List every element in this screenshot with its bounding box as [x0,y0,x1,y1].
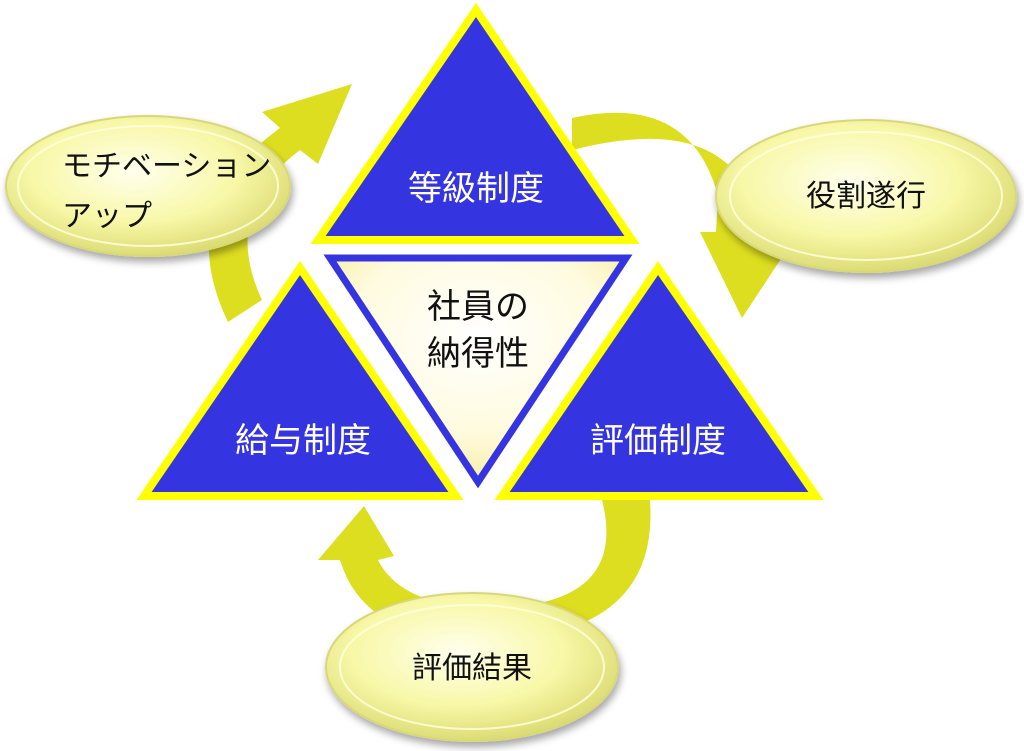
triangle-left [136,260,464,500]
label-salary-system: 給与制度 [235,421,371,461]
ellipse-role-fulfillment: 役割遂行 [715,119,1017,273]
label-grade-system: 等級制度 [408,169,544,209]
triangle-right [494,260,824,500]
motivation-line2: アップ [62,199,152,234]
triangle-center [323,254,633,489]
center-label-line2: 納得性 [427,334,529,374]
center-label-line1: 社員の [427,287,529,327]
arrow-top-to-right [572,112,790,318]
ellipse-evaluation-result: 評価結果 [325,592,619,742]
role-label: 役割遂行 [806,179,926,214]
arrow-left-to-top [208,84,352,322]
result-label: 評価結果 [412,651,532,686]
ellipse-motivation: モチベーション アップ [5,115,291,257]
motivation-line1: モチベーション [62,149,271,184]
triangle-top [310,2,640,244]
label-evaluation-system: 評価制度 [590,421,726,461]
triangles [136,2,824,500]
